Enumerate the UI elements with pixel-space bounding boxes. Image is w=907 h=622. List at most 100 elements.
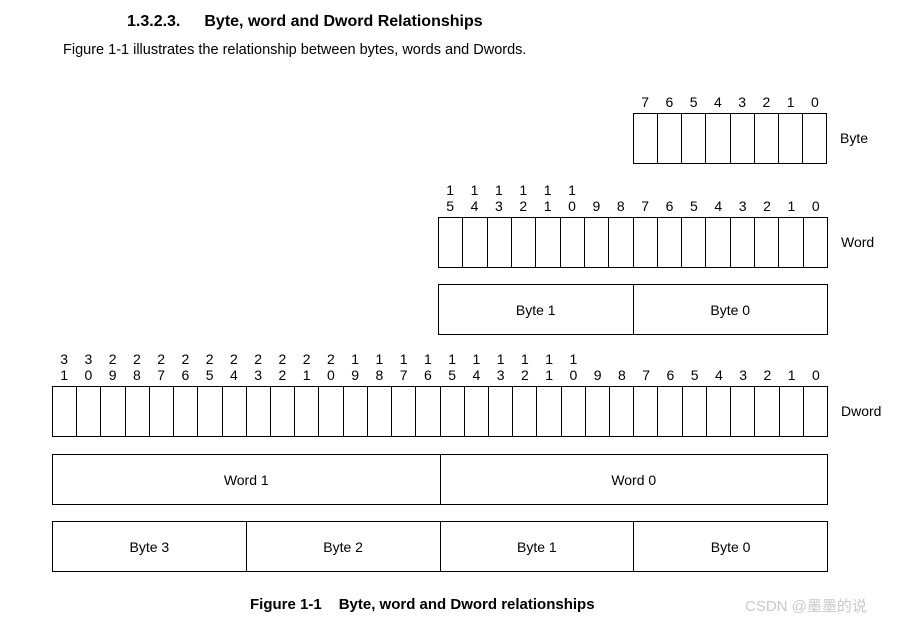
- intro-text: Figure 1-1 illustrates the relationship …: [63, 42, 527, 58]
- bit-number: 0: [811, 366, 820, 383]
- bit-cell: [561, 218, 585, 267]
- bit-number: 2: [762, 93, 771, 110]
- bit-cell: [755, 387, 780, 436]
- bit-cell: [804, 387, 827, 436]
- bit-cell: [392, 387, 417, 436]
- bit-cell: [731, 218, 756, 267]
- bit-cell: [489, 387, 514, 436]
- segment-byte-1: Byte 1: [439, 285, 634, 334]
- segment-word-0: Word 0: [611, 471, 657, 488]
- figure-caption: Figure 1-1 Byte, word and Dword relations…: [250, 596, 595, 613]
- bit-cell: [634, 387, 659, 436]
- bit-cell: [586, 387, 611, 436]
- bit-number: 0: [810, 93, 819, 110]
- bit-number: 5: [690, 197, 698, 214]
- bit-number: 7: [641, 93, 650, 110]
- figure-caption-title: Byte, word and Dword relationships: [338, 596, 595, 613]
- bit-number: 4: [714, 366, 723, 383]
- bit-cell: [368, 387, 393, 436]
- bit-cell: [804, 218, 827, 267]
- bit-cell: [658, 218, 683, 267]
- bit-number: 2: [763, 366, 772, 383]
- bit-number: 8: [616, 197, 625, 214]
- bit-cell: [658, 387, 683, 436]
- bit-number: 9: [593, 366, 602, 383]
- bit-number: 4: [713, 93, 722, 110]
- bit-cell: [174, 387, 199, 436]
- bit-number: 2: [763, 197, 771, 214]
- section-heading: 1.3.2.3.Byte, word and Dword Relationshi…: [127, 13, 483, 31]
- bit-cell: [706, 114, 731, 163]
- bit-cell: [295, 387, 320, 436]
- bit-cell: [319, 387, 344, 436]
- bit-cell: [198, 387, 223, 436]
- bit-cell: [682, 114, 707, 163]
- bit-number: 8: [617, 366, 626, 383]
- bit-number: 1: [787, 366, 796, 383]
- bit-cell: [441, 387, 465, 436]
- bit-number: 6: [665, 197, 674, 214]
- bit-cell: [779, 218, 804, 267]
- bit-cell: [150, 387, 175, 436]
- figure-caption-number: Figure 1-1: [250, 596, 322, 613]
- bit-cell: [488, 218, 512, 267]
- dword-register-label: Dword: [841, 403, 882, 419]
- bit-cell: [755, 218, 780, 267]
- bit-cell: [683, 387, 707, 436]
- dword-bit-cells: [52, 386, 828, 437]
- bit-number: 3: [738, 93, 747, 110]
- bit-cell: [634, 114, 659, 163]
- bit-cell: [536, 218, 561, 267]
- bit-cell: [77, 387, 102, 436]
- bit-cell: [658, 114, 683, 163]
- bit-number: 6: [666, 366, 675, 383]
- bit-cell: [537, 387, 562, 436]
- bit-number: 9: [592, 197, 601, 214]
- bit-cell: [53, 387, 78, 436]
- segment-byte-1: Byte 1: [441, 522, 635, 571]
- bit-cell: [223, 387, 247, 436]
- bit-number: 6: [665, 93, 674, 110]
- segment-byte-0: Byte 0: [710, 538, 751, 555]
- bit-number: 1: [786, 93, 795, 110]
- bit-cell: [609, 218, 634, 267]
- bit-cell: [780, 387, 804, 436]
- watermark: CSDN @墨墨的说: [745, 598, 867, 615]
- segment-byte-0: Byte 0: [710, 301, 751, 318]
- bit-cell: [585, 218, 610, 267]
- bit-cell: [247, 387, 271, 436]
- bit-cell: [731, 387, 756, 436]
- bit-cell: [465, 387, 489, 436]
- bit-cell: [439, 218, 464, 267]
- bit-cell: [513, 387, 538, 436]
- section-title: Byte, word and Dword Relationships: [204, 13, 483, 30]
- bit-cell: [344, 387, 368, 436]
- bit-cell: [562, 387, 586, 436]
- bit-cell: [682, 218, 707, 267]
- word-bit-cells: [438, 217, 828, 268]
- bit-cell: [512, 218, 537, 267]
- bit-cell: [803, 114, 826, 163]
